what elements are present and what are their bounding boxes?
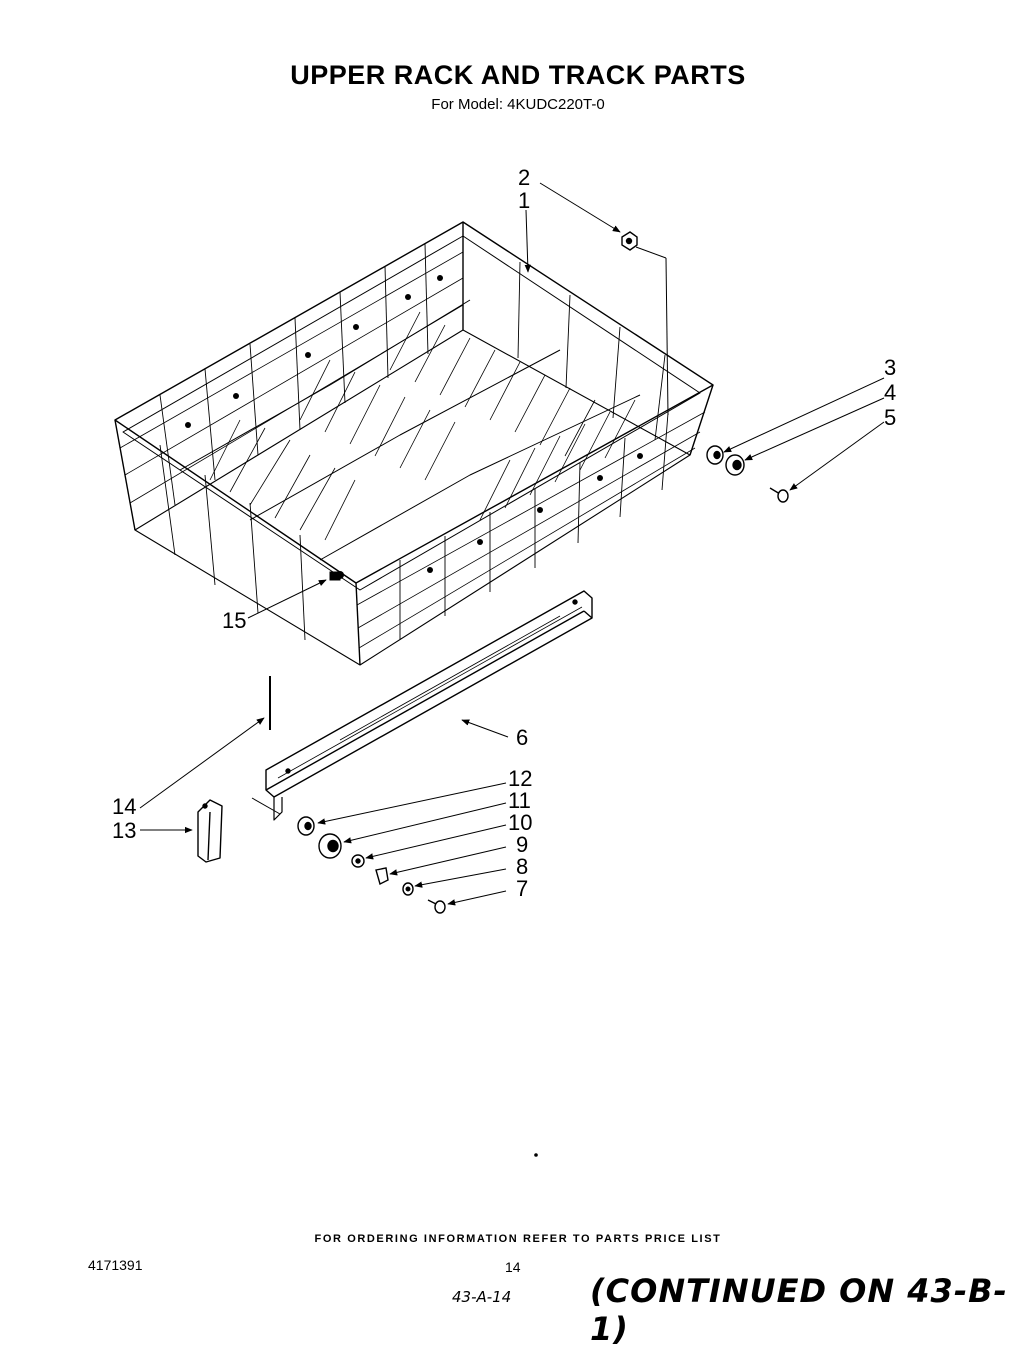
callout-1: 1 [518,188,530,213]
part-5-screw [769,487,789,503]
part-6-track [265,590,593,821]
callout-4: 4 [884,380,896,405]
callout-labels: 2 1 3 4 5 6 12 11 10 9 8 7 14 13 15 [112,165,896,901]
exploded-parts-diagram: 2 1 3 4 5 6 12 11 10 9 8 7 14 13 15 [112,165,896,1157]
part-9-bushing [375,867,389,886]
callout-5: 5 [884,405,896,430]
continued-note: (CONTINUED ON 43-B-1) [590,1272,1008,1348]
callout-3: 3 [884,355,896,380]
page-title: UPPER RACK AND TRACK PARTS [290,60,746,90]
part-10-washer [351,854,365,868]
leader-lines [139,182,885,906]
callout-8: 8 [516,854,528,879]
callout-12: 12 [508,766,532,791]
part-13-end-cap [197,799,223,863]
part-12-spacer [297,816,315,836]
stray-mark [534,1153,538,1157]
page-number: 14 [505,1259,521,1275]
ordering-note: FOR ORDERING INFORMATION REFER TO PARTS … [314,1233,722,1245]
part-3-roller [706,445,724,465]
callout-15: 15 [222,608,246,633]
model-subtitle: For Model: 4KUDC220T-0 [431,96,605,113]
callout-2: 2 [518,165,530,190]
part-4-washer [725,454,745,476]
part-7-screw [427,899,446,914]
part-11-roller [318,833,342,859]
part-15-clip [329,571,341,581]
callout-13: 13 [112,818,136,843]
upper-rack [114,221,714,666]
document-number: 4171391 [88,1257,143,1273]
callout-14: 14 [112,794,136,819]
callout-10: 10 [508,810,532,835]
callout-7: 7 [516,876,528,901]
part-2-nut [621,231,638,251]
callout-11: 11 [508,788,531,813]
callout-6: 6 [516,725,528,750]
handwritten-reference: 43-A-14 [452,1288,512,1306]
callout-9: 9 [516,832,528,857]
part-8-washer [402,882,414,896]
